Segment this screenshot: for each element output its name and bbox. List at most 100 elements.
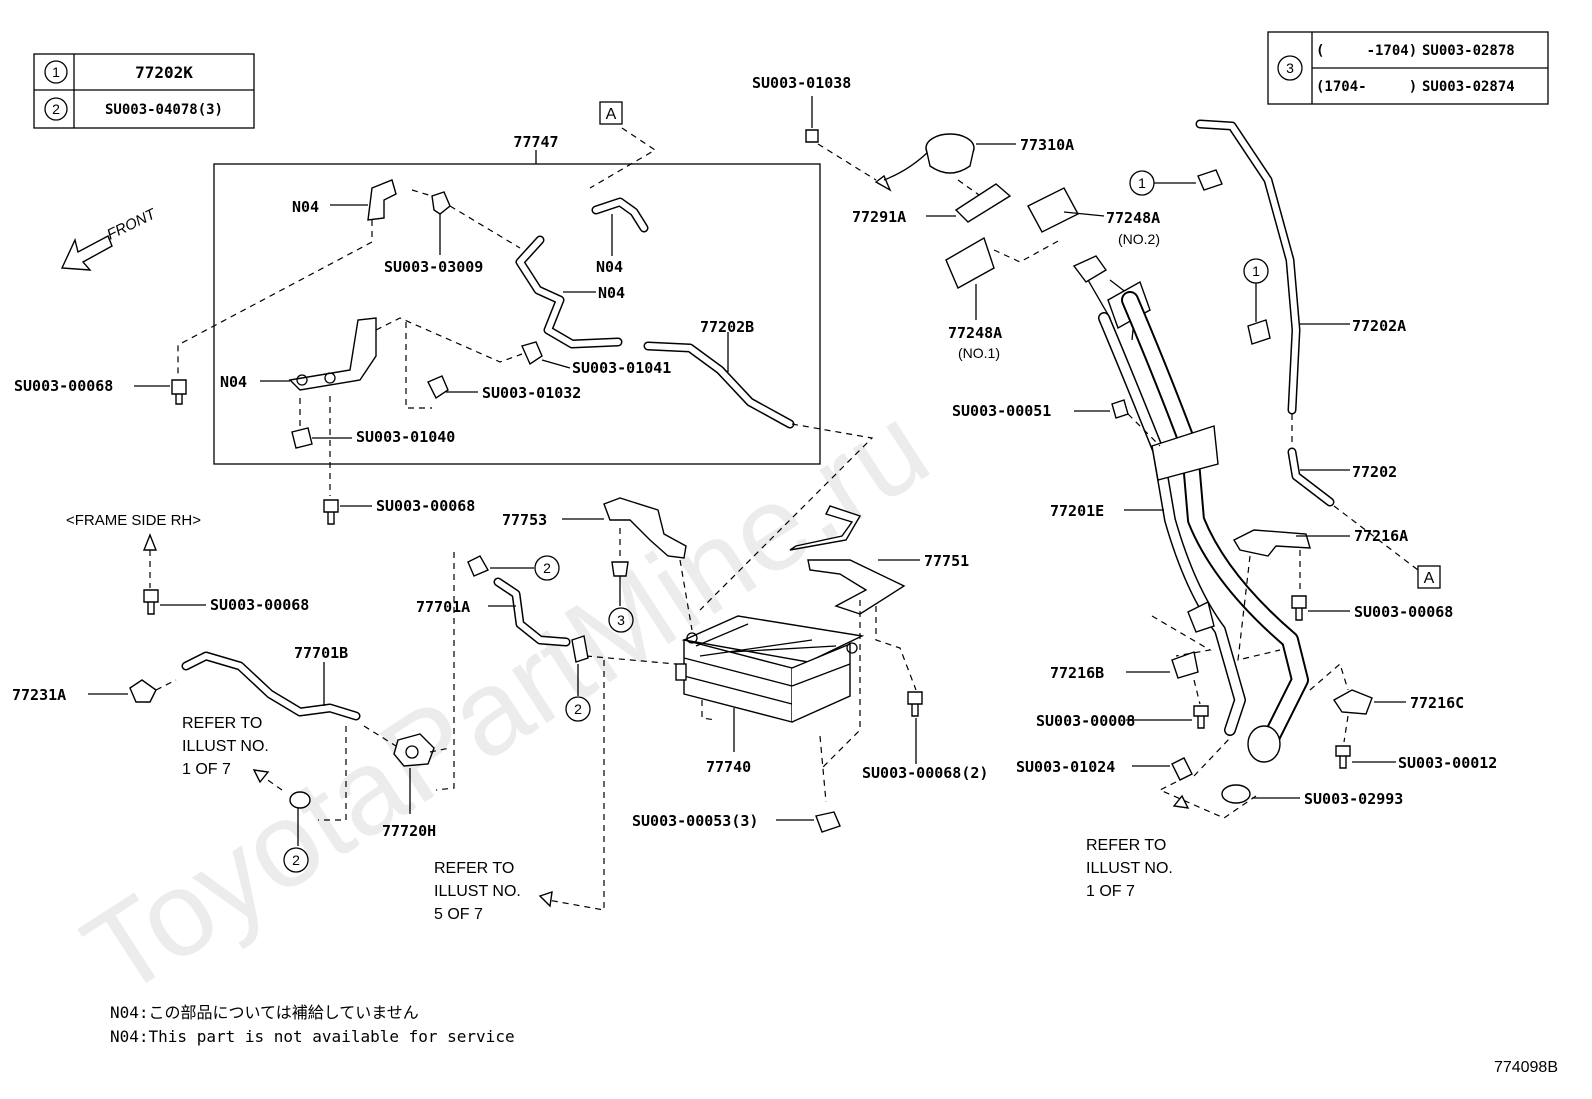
ref-box-a-top — [599, 101, 623, 125]
label-77248a-no1: 77248A — [948, 324, 1002, 342]
label-su003-00068-c: SU003-00068 — [210, 596, 309, 614]
canister-77740 — [681, 615, 865, 663]
refer-1b-line2: ILLUST NO. — [1086, 860, 1173, 877]
check-valve-77231a — [129, 679, 157, 703]
label-su003-02993: SU003-02993 — [1304, 790, 1403, 808]
clamp-su003-01041 — [521, 341, 543, 366]
bracket-n04-lower — [288, 317, 377, 391]
footnote-en: N04:This part is not available for servi… — [110, 1027, 515, 1046]
legend-left-num-1: 1 — [52, 64, 60, 80]
clamp-callout-2-b — [571, 635, 589, 663]
legend-left: 1 2 77202K SU003-04078(3) — [33, 53, 255, 129]
assembly-box-77747 — [213, 163, 821, 465]
callout-3: 3 — [617, 612, 625, 628]
nut-su003-00053 — [815, 811, 841, 833]
label-su003-03009: SU003-03009 — [384, 258, 483, 276]
clamp-callout-2-a — [467, 555, 489, 577]
bracket-77751 — [789, 505, 862, 551]
bracket-77216b-upper — [1187, 600, 1215, 633]
clip-77202k-a — [1197, 169, 1223, 191]
refer-1a-line3: 1 OF 7 — [182, 761, 231, 778]
refer-5-line2: ILLUST NO. — [434, 883, 521, 900]
bracket-77216a — [1233, 529, 1311, 557]
label-77216b: 77216B — [1050, 664, 1104, 682]
label-su003-00068-d: SU003-00068 — [1354, 603, 1453, 621]
label-77202b: 77202B — [700, 318, 754, 336]
bolt-su003-00068-c — [143, 589, 159, 615]
refer-arrow-icon-1b — [1172, 794, 1190, 809]
legend-right-range-2: (1704- ) — [1316, 79, 1417, 95]
refer-1a-line1: REFER TO — [182, 715, 262, 732]
label-su003-00012: SU003-00012 — [1398, 754, 1497, 772]
label-no1: (NO.1) — [958, 345, 1000, 361]
clip-77202k-b — [1247, 319, 1271, 345]
label-su003-00068-a: SU003-00068 — [14, 377, 113, 395]
label-n04-b: N04 — [596, 258, 623, 276]
label-su003-01040: SU003-01040 — [356, 428, 455, 446]
refer-5-line3: 5 OF 7 — [434, 906, 483, 923]
ref-box-a-right-label: A — [1424, 570, 1435, 587]
label-plate-77248a-no1 — [945, 236, 995, 289]
label-no2: (NO.2) — [1118, 231, 1160, 247]
filler-bracket — [1151, 425, 1219, 481]
legend-left-num-2: 2 — [52, 101, 60, 117]
legend-right-num: 3 — [1286, 60, 1294, 76]
front-arrow-icon: FRONT — [60, 205, 160, 271]
label-77720h: 77720H — [382, 822, 436, 840]
refer-arrow-icon-5 — [538, 890, 553, 908]
refer-1b-line1: REFER TO — [1086, 837, 1166, 854]
frame-side-arrow-icon — [142, 533, 158, 551]
label-77753: 77753 — [502, 511, 547, 529]
label-77216a: 77216A — [1354, 527, 1408, 545]
label-77740: 77740 — [706, 758, 751, 776]
label-77747: 77747 — [513, 133, 558, 151]
label-77291a: 77291A — [852, 208, 906, 226]
label-77248a-no2: 77248A — [1106, 209, 1160, 227]
legend-right: 3 ( -1704) SU003-02878 (1704- ) SU003-02… — [1267, 31, 1549, 105]
legend-right-range-1: ( -1704) — [1316, 43, 1417, 59]
nut-su003-01040 — [291, 427, 313, 449]
callout-2-b: 2 — [574, 701, 582, 717]
legend-right-code-2: SU003-02874 — [1422, 79, 1515, 95]
ref-box-a-top-label: A — [606, 106, 617, 123]
legend-left-code-2: SU003-04078(3) — [105, 102, 223, 118]
label-su003-00068-2: SU003-00068(2) — [862, 764, 988, 782]
clip-su003-01032 — [427, 375, 449, 400]
bracket-77216c — [1332, 689, 1373, 715]
clamp-callout-2-c — [289, 791, 311, 809]
label-su003-00051: SU003-00051 — [952, 402, 1051, 420]
callout-1-a: 1 — [1138, 175, 1146, 191]
refer-1b-line3: 1 OF 7 — [1086, 883, 1135, 900]
label-77310a: 77310A — [1020, 136, 1074, 154]
bolt-su003-00008 — [1193, 705, 1209, 729]
refer-arrow-icon-1a — [252, 769, 270, 784]
label-77202: 77202 — [1352, 463, 1397, 481]
bolt-su003-00068-b — [323, 499, 339, 525]
valve-77720h — [393, 733, 435, 767]
label-77701a: 77701A — [416, 598, 470, 616]
bracket-77216b — [1171, 651, 1199, 679]
label-n04-c: N04 — [598, 284, 625, 302]
label-n04-d: N04 — [220, 373, 247, 391]
label-su003-00068-b: SU003-00068 — [376, 497, 475, 515]
label-77751: 77751 — [924, 552, 969, 570]
front-label: FRONT — [104, 205, 160, 244]
bracket-77753 — [603, 497, 687, 559]
breather-hose-77202a — [1195, 119, 1301, 415]
label-77202a: 77202A — [1352, 317, 1406, 335]
callout-2-a: 2 — [543, 560, 551, 576]
bracket-n04-upper — [367, 179, 397, 221]
bolt-su003-00068-2 — [907, 691, 923, 717]
frame-side-label: <FRAME SIDE RH> — [66, 512, 201, 529]
clamp-su003-01024 — [1171, 757, 1193, 781]
label-su003-01038: SU003-01038 — [752, 74, 851, 92]
clip-su003-01038 — [805, 129, 819, 143]
label-su003-01024: SU003-01024 — [1016, 758, 1115, 776]
label-77701b: 77701B — [294, 644, 348, 662]
callout-2-c: 2 — [292, 852, 300, 868]
clamp-su003-02993 — [1221, 784, 1251, 804]
label-77201e: 77201E — [1050, 502, 1104, 520]
legend-right-code-1: SU003-02878 — [1422, 43, 1515, 59]
bolt-su003-00012 — [1335, 745, 1351, 769]
